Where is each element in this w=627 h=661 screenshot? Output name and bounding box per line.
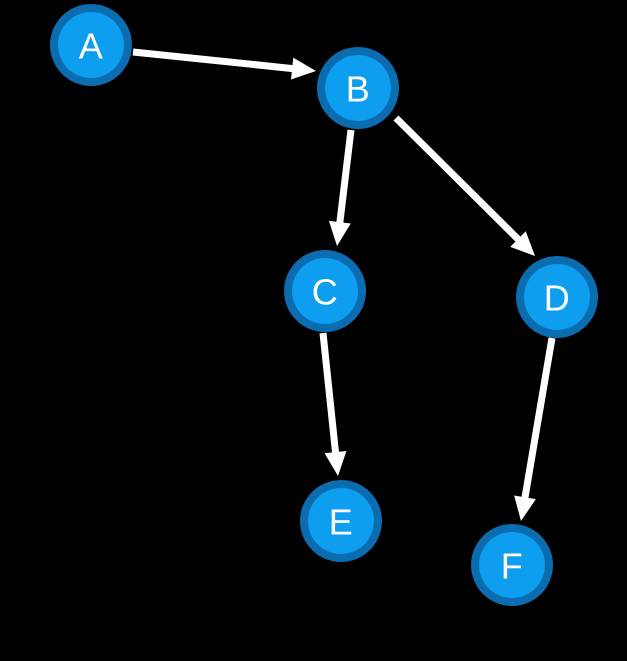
edge-line	[336, 129, 355, 226]
node-label: A	[79, 26, 104, 67]
node-label: D	[544, 278, 571, 319]
node-e[interactable]: E	[300, 480, 382, 562]
node-label: B	[346, 69, 371, 110]
edge-arrowhead	[290, 57, 316, 80]
node-label: F	[501, 546, 524, 587]
node-core	[325, 55, 391, 121]
node-c[interactable]: C	[284, 250, 366, 332]
edges-layer	[132, 48, 556, 521]
node-f[interactable]: F	[471, 524, 553, 606]
edge-arrowhead	[324, 450, 347, 476]
node-core	[58, 12, 124, 78]
nodes-layer: A B C D E F	[50, 4, 598, 606]
edge-b-to-c	[328, 129, 355, 246]
edge-line	[319, 332, 340, 456]
edge-d-to-f	[514, 337, 556, 521]
edge-arrowhead	[510, 231, 535, 256]
edge-arrowhead	[328, 220, 351, 246]
node-label: C	[312, 272, 339, 313]
node-a[interactable]: A	[50, 4, 132, 86]
node-core	[524, 264, 590, 330]
node-label: E	[329, 502, 354, 543]
node-core	[308, 488, 374, 554]
node-core	[479, 532, 545, 598]
edge-b-to-d	[393, 115, 535, 256]
node-b[interactable]: B	[317, 47, 399, 129]
edge-c-to-e	[319, 332, 347, 476]
edge-line	[132, 48, 296, 73]
edge-a-to-b	[132, 48, 316, 80]
edge-line	[521, 337, 556, 501]
node-d[interactable]: D	[516, 256, 598, 338]
edge-line	[393, 115, 523, 244]
edge-arrowhead	[514, 495, 536, 521]
node-core	[292, 258, 358, 324]
